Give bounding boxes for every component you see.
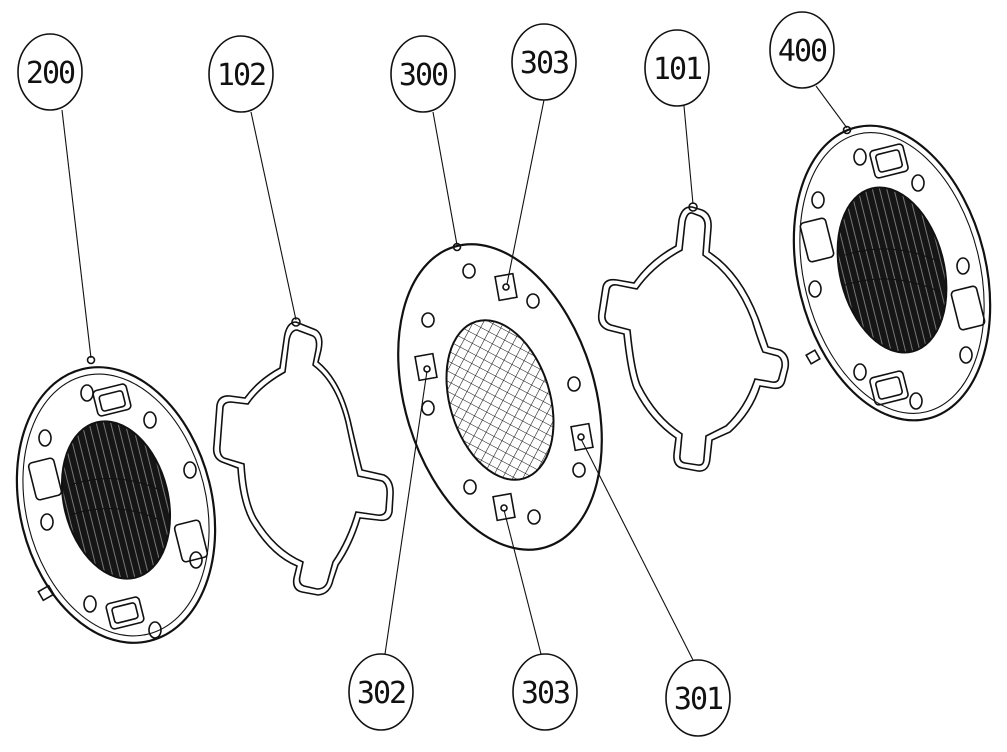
leader-lines [61, 85, 848, 661]
callout-102-label: 102 [217, 58, 265, 93]
leader-200 [61, 109, 92, 359]
callout-400-label: 400 [778, 34, 827, 69]
membrane-assembly-300 [397, 242, 603, 551]
leader-301 [580, 438, 694, 661]
leader-300 [432, 111, 458, 246]
callout-300-label: 300 [399, 58, 448, 93]
callout-303-bottom-label: 303 [521, 676, 569, 711]
callout-303-bottom: 303 [512, 653, 578, 731]
callout-302-label: 302 [357, 676, 405, 711]
callout-302: 302 [348, 653, 414, 731]
callout-400: 400 [769, 11, 835, 89]
leader-102 [250, 111, 297, 321]
callout-101: 101 [644, 29, 710, 107]
leader-303-top [506, 99, 545, 285]
leader-101 [683, 105, 694, 205]
callout-300: 300 [390, 35, 456, 113]
callout-102: 102 [208, 35, 274, 113]
leader-400 [815, 85, 848, 129]
callout-301-label: 301 [674, 682, 723, 717]
leader-303-bottom [503, 509, 542, 655]
callout-200: 200 [17, 33, 83, 111]
gasket-101 [597, 202, 790, 472]
callout-101-label: 101 [653, 52, 702, 87]
gasket-102 [212, 317, 394, 596]
end-plate-200 [15, 355, 217, 644]
callout-200-label: 200 [26, 56, 75, 91]
callout-303-top: 303 [511, 23, 577, 101]
callout-301: 301 [665, 659, 731, 737]
end-plate-400 [792, 124, 992, 422]
callout-303-top-label: 303 [520, 46, 568, 81]
leader-302 [384, 370, 428, 655]
